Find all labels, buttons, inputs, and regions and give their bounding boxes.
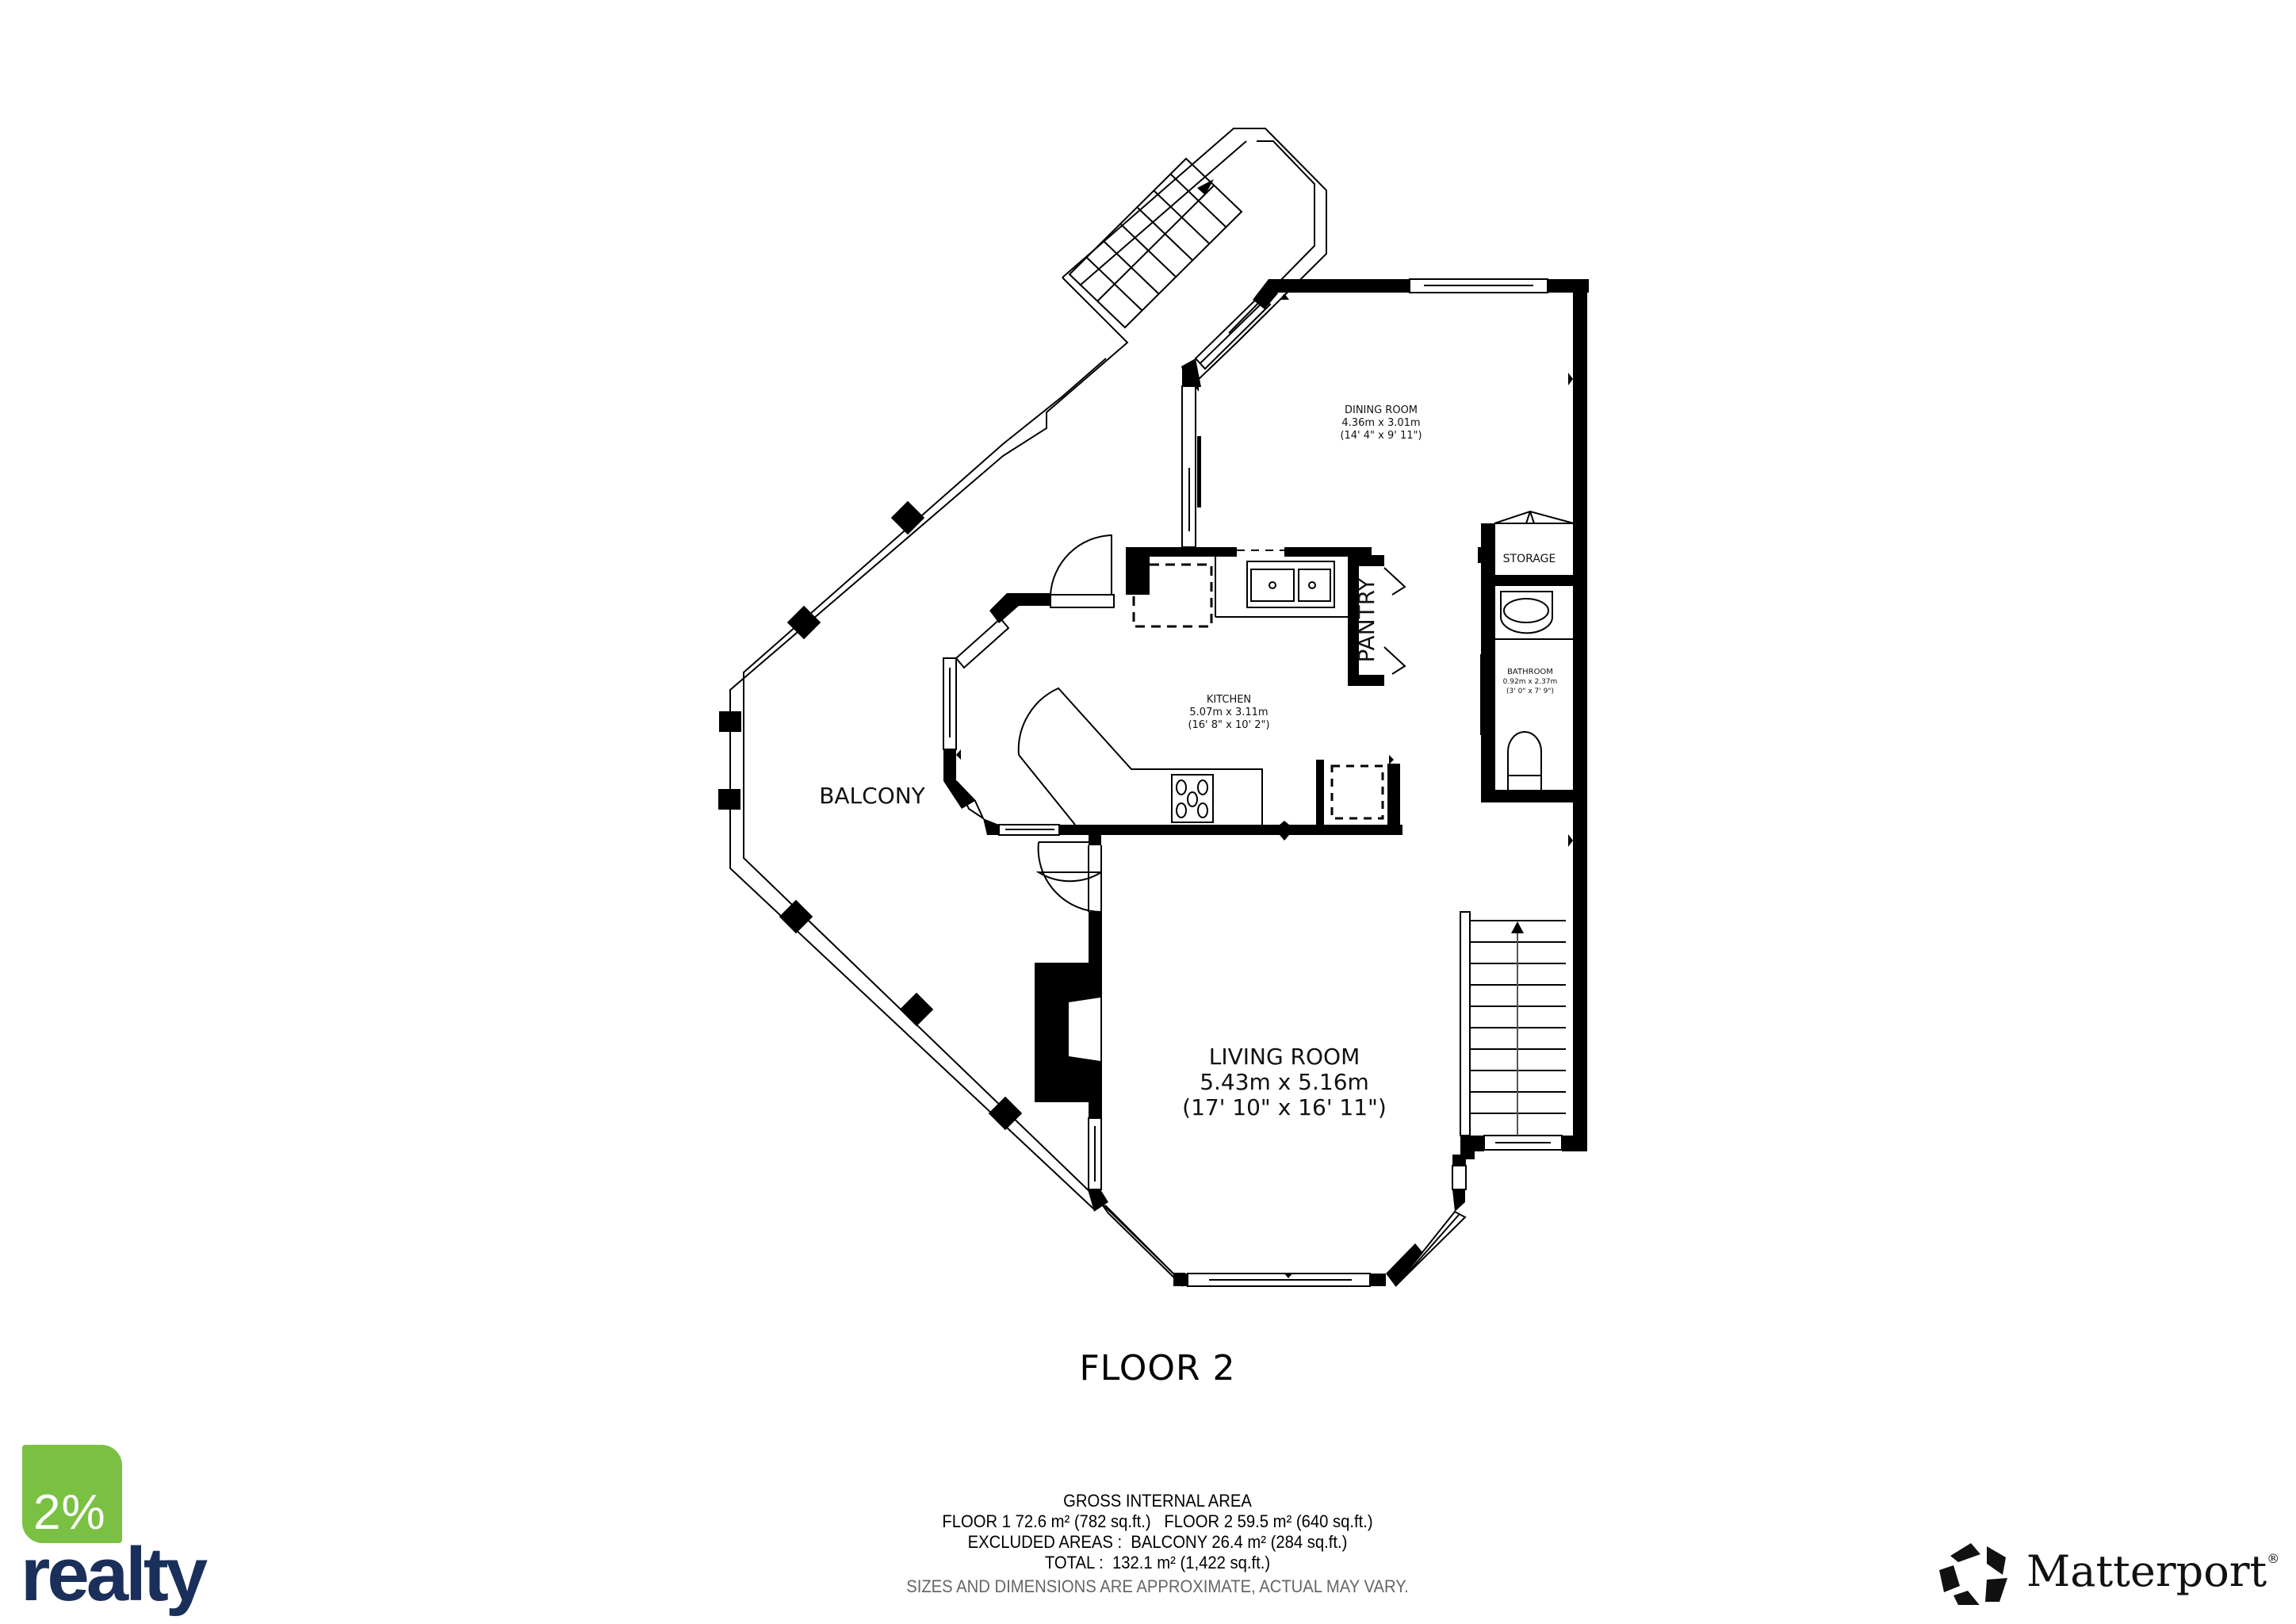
room-name: KITCHEN xyxy=(1207,694,1251,706)
stairs-up-arrow-icon xyxy=(1511,921,1524,933)
matterport-mark-icon xyxy=(1939,1543,2007,1605)
room-imperial: (17' 10" x 16' 11") xyxy=(1182,1094,1387,1120)
basin-icon xyxy=(1500,591,1553,634)
room-dining: DINING ROOM 4.36m x 3.01m (14' 4" x 9' 1… xyxy=(1340,404,1422,442)
appliance-outline xyxy=(1132,563,1213,628)
doors xyxy=(1035,510,1575,913)
room-balcony: BALCONY xyxy=(819,783,925,809)
fridge-outline xyxy=(1330,764,1384,820)
provider-logo-word: Matterport® xyxy=(2026,1546,2280,1596)
balcony-posts xyxy=(718,500,1023,1131)
toilet-icon xyxy=(1507,731,1542,791)
room-imperial: (14' 4" x 9' 11") xyxy=(1340,430,1422,442)
dimension-markers xyxy=(956,293,1573,1278)
room-kitchen: KITCHEN 5.07m x 3.11m (16' 8" x 10' 2") xyxy=(1188,694,1269,731)
staircase-icon xyxy=(1460,911,1566,1136)
room-pantry: PANTRY xyxy=(1353,577,1380,663)
room-name: LIVING ROOM xyxy=(1209,1044,1360,1070)
kitchen-fixtures xyxy=(1017,557,1384,825)
bathroom-fixtures xyxy=(1490,591,1574,791)
area-summary: GROSS INTERNAL AREA FLOOR 1 72.6 m² (782… xyxy=(807,1491,1507,1597)
area-floors: FLOOR 1 72.6 m² (782 sq.ft.) FLOOR 2 59.… xyxy=(942,1511,1373,1531)
room-metric: 4.36m x 3.01m xyxy=(1341,417,1420,429)
room-metric: 5.43m x 5.16m xyxy=(1200,1069,1369,1095)
room-imperial: (16' 8" x 10' 2") xyxy=(1188,719,1269,731)
exterior-stairs xyxy=(1068,157,1243,329)
provider-logo: Matterport® xyxy=(1939,1530,2288,1610)
room-living: LIVING ROOM 5.43m x 5.16m (17' 10" x 16'… xyxy=(1182,1044,1387,1120)
fireplace-icon xyxy=(1035,963,1102,1102)
room-metric: 5.07m x 3.11m xyxy=(1189,707,1268,718)
room-metric: 0.92m x 2.37m xyxy=(1503,678,1558,686)
door-swing-icon xyxy=(1050,534,1112,596)
floor-title: FLOOR 2 xyxy=(1079,1348,1236,1388)
room-name: BATHROOM xyxy=(1507,668,1553,676)
room-name: DINING ROOM xyxy=(1345,404,1418,416)
agency-logo: 2% realty xyxy=(21,1443,211,1617)
room-bathroom: BATHROOM 0.92m x 2.37m (3' 0" x 7' 9") xyxy=(1503,668,1558,695)
area-total: TOTAL : 132.1 m² (1,422 sq.ft.) xyxy=(1044,1553,1271,1572)
agency-logo-percent: 2% xyxy=(33,1485,106,1540)
area-heading: GROSS INTERNAL AREA xyxy=(1063,1491,1252,1511)
double-sink-icon xyxy=(1246,561,1335,608)
stairs-up-arrow-icon xyxy=(1197,179,1214,195)
disclaimer: SIZES AND DIMENSIONS ARE APPROXIMATE, AC… xyxy=(906,1576,1409,1596)
agency-logo-word: realty xyxy=(21,1532,208,1617)
area-excluded: EXCLUDED AREAS : BALCONY 26.4 m² (284 sq… xyxy=(967,1532,1348,1552)
room-imperial: (3' 0" x 7' 9") xyxy=(1506,688,1554,695)
dining-partition xyxy=(1197,436,1201,508)
room-storage: STORAGE xyxy=(1503,553,1556,565)
interior-walls xyxy=(943,279,1589,1286)
agency-logo-badge xyxy=(22,1445,122,1543)
cooktop-icon xyxy=(1171,774,1214,823)
